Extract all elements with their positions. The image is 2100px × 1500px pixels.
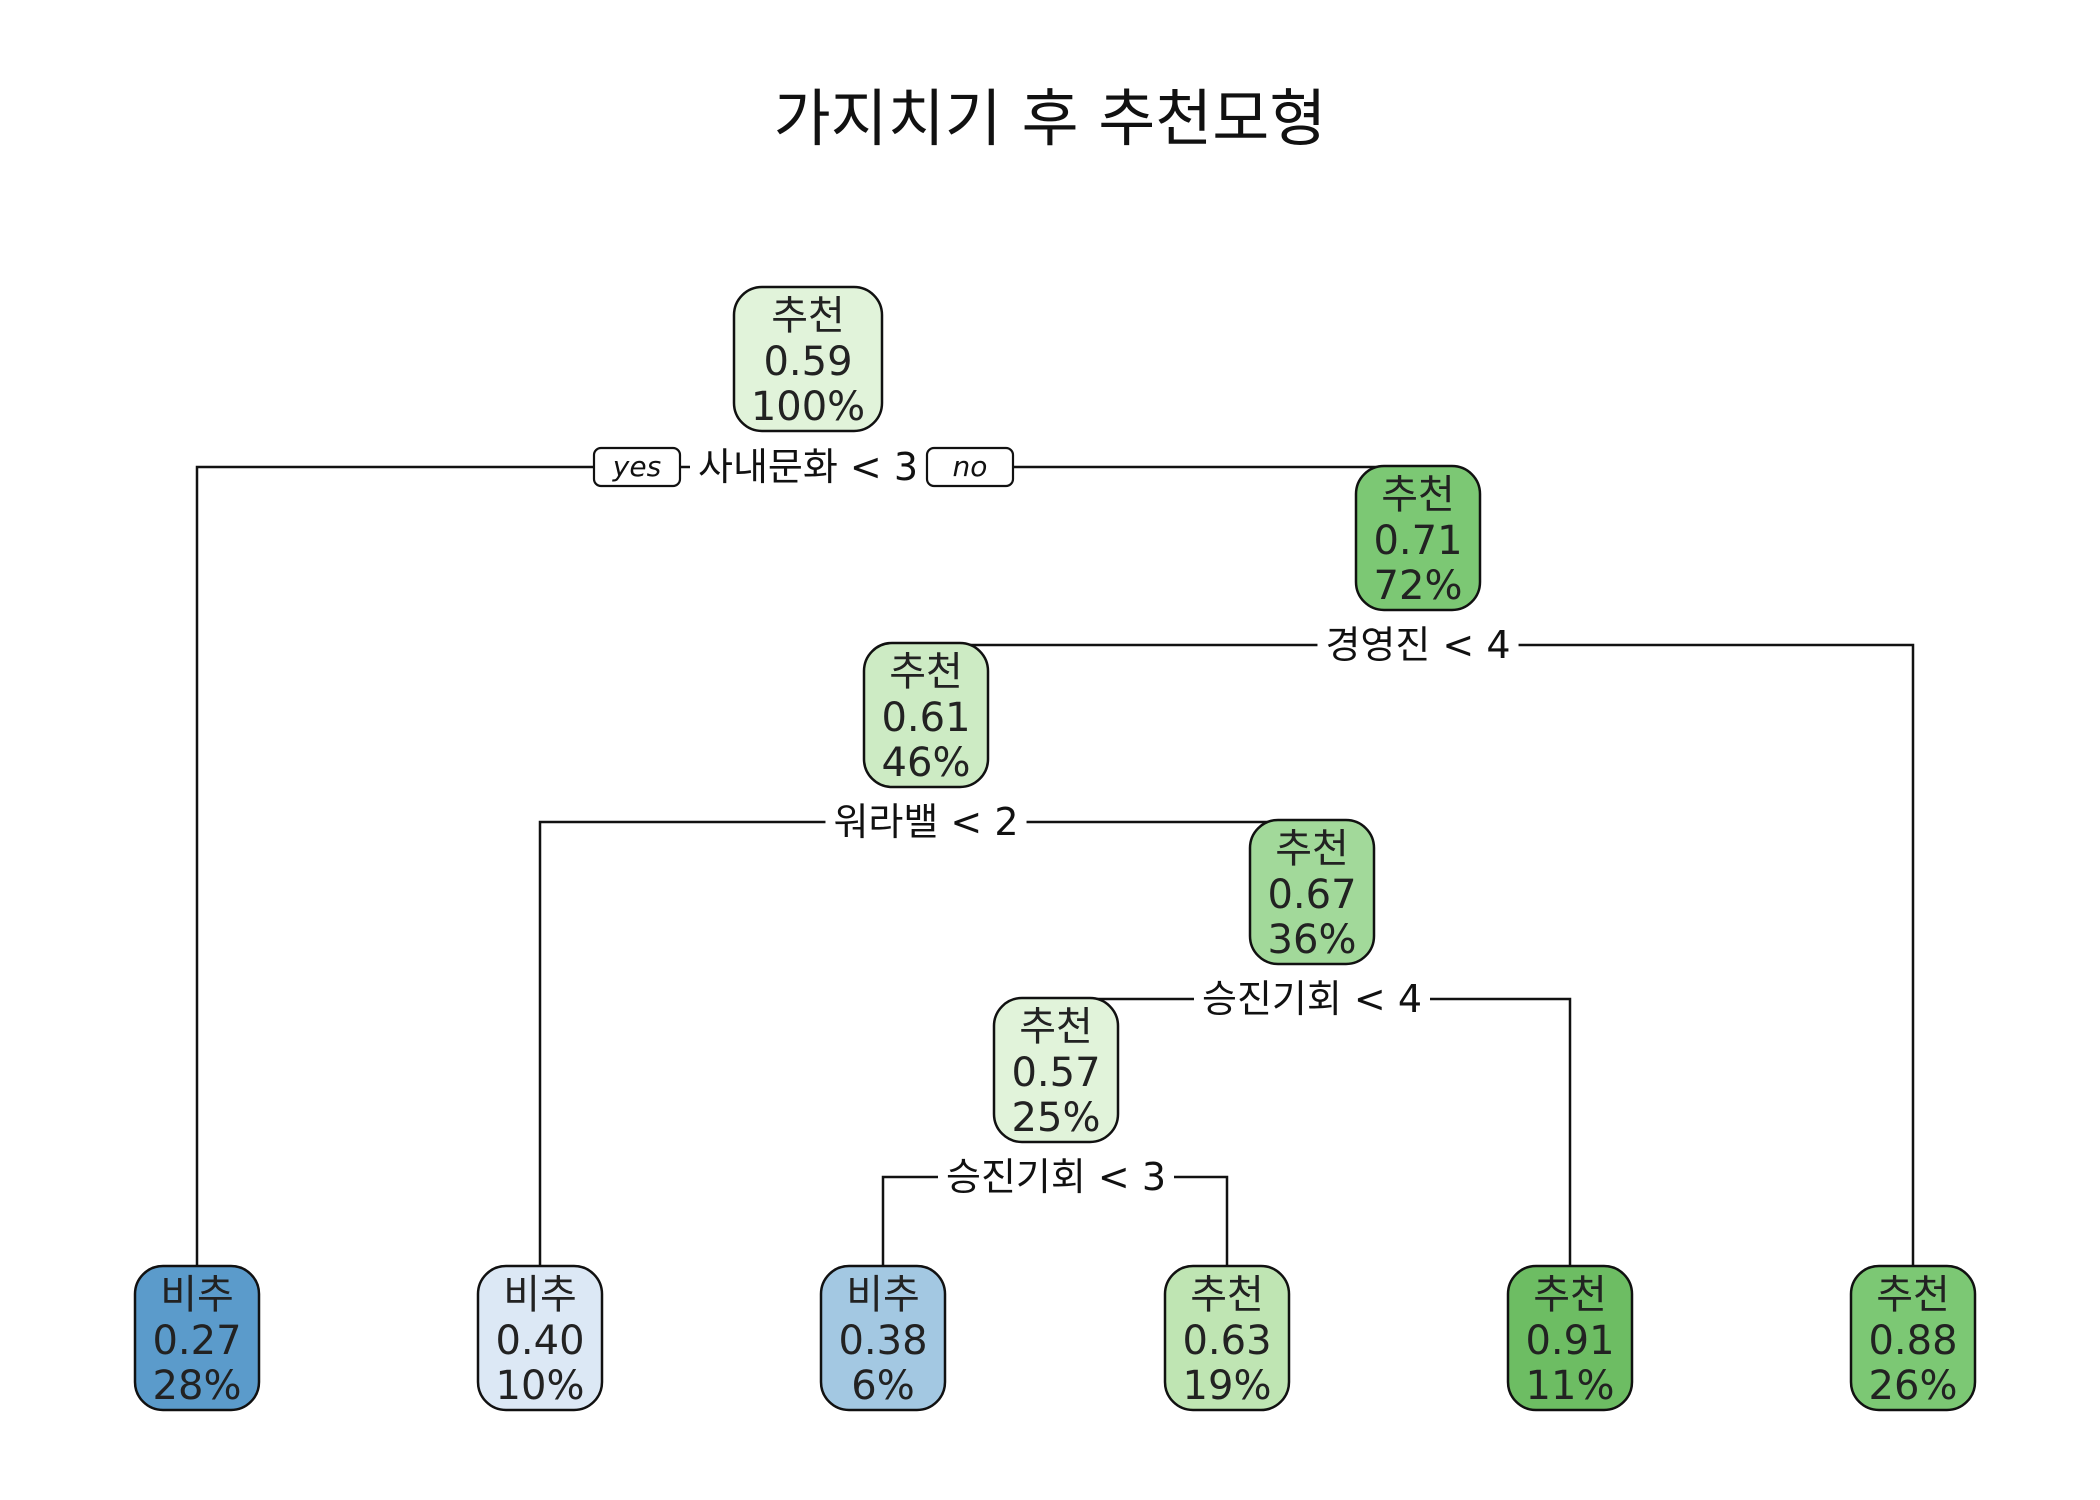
node-probability: 0.61 xyxy=(881,695,970,741)
edge-n6 xyxy=(538,820,1314,1266)
split-label-n6: 워라밸 < 2 xyxy=(825,796,1027,848)
node-class: 추천 xyxy=(889,649,963,695)
node-probability: 0.40 xyxy=(495,1318,584,1364)
node-box xyxy=(476,1264,604,1412)
node-class: 비추 xyxy=(846,1272,920,1318)
node-percent: 6% xyxy=(851,1363,914,1409)
split-label-n26: 승진기회 < 3 xyxy=(937,1151,1175,1203)
node-percent: 28% xyxy=(153,1363,242,1409)
node-class: 추천 xyxy=(1019,1004,1093,1050)
edge-root xyxy=(195,465,1420,1266)
node-class: 추천 xyxy=(1190,1272,1264,1318)
split-label-text: 경영진 < 4 xyxy=(1325,623,1510,667)
split-label-text: 승진기회 < 3 xyxy=(946,1155,1166,1199)
node-box xyxy=(1849,1264,1977,1412)
edge-n13 xyxy=(1054,997,1572,1266)
nodes-layer: 추천0.59100%추천0.7172%추천0.6146%추천0.6736%추천0… xyxy=(133,285,1977,1412)
node-probability: 0.91 xyxy=(1525,1318,1614,1364)
no-tag: no xyxy=(925,446,1015,488)
node-class: 추천 xyxy=(1533,1272,1607,1318)
node-probability: 0.63 xyxy=(1182,1318,1271,1364)
node-probability: 0.71 xyxy=(1373,518,1462,564)
node-class: 추천 xyxy=(1275,826,1349,872)
split-labels-layer: 사내문화 < 3 경영진 < 4 워라밸 < 2 승진기회 < 4 승진기회 < 3 ye… xyxy=(592,441,1519,1203)
node-percent: 11% xyxy=(1526,1363,1615,1409)
node-percent: 36% xyxy=(1268,917,1357,963)
node-percent: 100% xyxy=(751,384,865,430)
node-class: 비추 xyxy=(160,1272,234,1318)
node-box xyxy=(862,641,990,789)
node-class: 추천 xyxy=(1876,1272,1950,1318)
node-box xyxy=(1248,818,1376,966)
node-percent: 46% xyxy=(882,740,971,786)
node-box xyxy=(819,1264,947,1412)
node-box xyxy=(732,285,884,433)
node-percent: 26% xyxy=(1869,1363,1958,1409)
node-box xyxy=(1506,1264,1634,1412)
split-label-text: 승진기회 < 4 xyxy=(1202,977,1422,1021)
node-probability: 0.59 xyxy=(763,339,852,385)
split-label-root: 사내문화 < 3 xyxy=(689,441,927,493)
node-class: 추천 xyxy=(771,293,845,339)
edges-layer xyxy=(195,465,1915,1266)
node-class: 추천 xyxy=(1381,472,1455,518)
split-label-n3: 경영진 < 4 xyxy=(1317,619,1519,671)
node-probability: 0.57 xyxy=(1011,1050,1100,1096)
node-class: 비추 xyxy=(503,1272,577,1318)
node-box xyxy=(1354,464,1482,612)
node-percent: 10% xyxy=(496,1363,585,1409)
split-label-n13: 승진기회 < 4 xyxy=(1193,973,1431,1025)
node-probability: 0.38 xyxy=(838,1318,927,1364)
node-probability: 0.27 xyxy=(152,1318,241,1364)
node-probability: 0.88 xyxy=(1868,1318,1957,1364)
split-label-text: 사내문화 < 3 xyxy=(698,445,918,489)
diagram-title: 가지치기 후 추천모형 xyxy=(774,82,1327,155)
node-box xyxy=(992,996,1120,1144)
node-box xyxy=(1163,1264,1291,1412)
split-label-text: 워라밸 < 2 xyxy=(833,800,1018,844)
node-probability: 0.67 xyxy=(1267,872,1356,918)
node-percent: 25% xyxy=(1012,1095,1101,1141)
node-percent: 19% xyxy=(1183,1363,1272,1409)
yes-tag: yes xyxy=(592,446,682,488)
node-percent: 72% xyxy=(1374,563,1463,609)
no-tag-text: no xyxy=(953,450,988,483)
tree-node-leaf52: 비추0.386% xyxy=(819,1264,947,1412)
yes-tag-text: yes xyxy=(612,450,661,483)
node-box xyxy=(133,1264,261,1412)
